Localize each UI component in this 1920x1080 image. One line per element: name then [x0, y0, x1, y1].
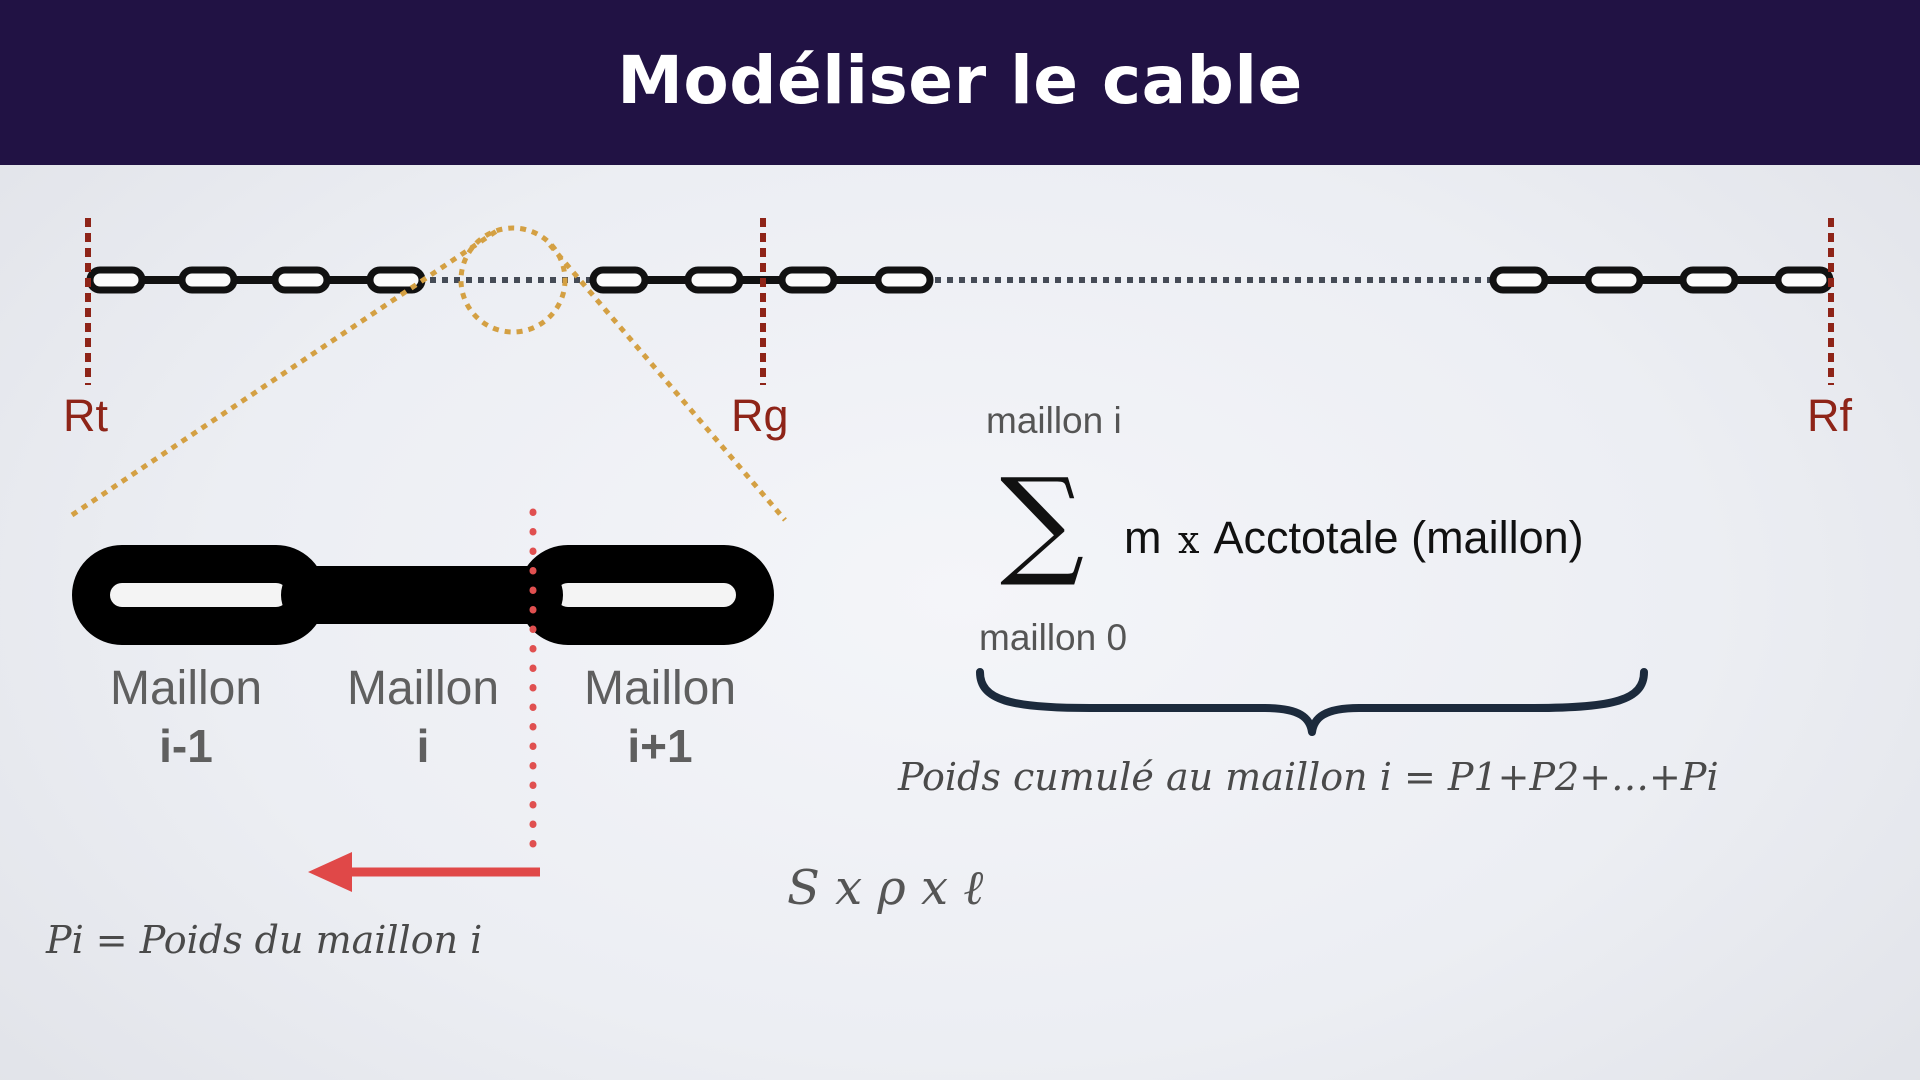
weight-arrow [308, 852, 540, 892]
reference-lines [85, 218, 1834, 385]
link-label-current: Maillon i [313, 660, 533, 774]
link-label-prev: Maillon i-1 [76, 660, 296, 774]
sum-times: x [1178, 518, 1200, 562]
title-bar: Modéliser le cable [0, 0, 1920, 165]
chain-segment-left [86, 266, 426, 294]
zoom-circle [458, 225, 568, 335]
sum-symbol: ∑ [1000, 452, 1085, 590]
enlarged-chain [72, 545, 774, 645]
sum-upper-bound: maillon i [986, 400, 1122, 441]
sum-lower-bound: maillon 0 [979, 617, 1128, 658]
curly-brace [976, 668, 1648, 736]
link-label-next: Maillon i+1 [550, 660, 770, 774]
link-weight-label: Pi = Poids du maillon i [46, 918, 483, 962]
enlarged-link-prev [72, 545, 326, 645]
enlarged-link-next [518, 545, 774, 645]
link-index-next: i+1 [627, 720, 693, 772]
zoom-line-right [548, 243, 787, 522]
zoom-indicator [70, 225, 787, 522]
link-name-current: Maillon [346, 662, 500, 715]
cumulative-weight-text: Poids cumulé au maillon i = P1+P2+…+Pi [898, 755, 1719, 799]
reference-label-rt: Rt [63, 390, 108, 441]
reference-label-rf: Rf [1807, 390, 1852, 441]
link-name-next: Maillon [583, 662, 737, 715]
link-weight-formula: S x ρ x ℓ [787, 860, 984, 916]
link-name-prev: Maillon [109, 662, 263, 715]
chain-segment-right [1489, 266, 1834, 294]
sum-mass: m [1124, 512, 1162, 563]
link-index-current: i [416, 720, 430, 772]
sum-expression: Acctotale (maillon) [1213, 512, 1584, 563]
reference-label-rg: Rg [731, 390, 789, 441]
sum-body: m x Acctotale (maillon) [1124, 512, 1584, 564]
link-index-prev: i-1 [159, 720, 213, 772]
slide-title: Modéliser le cable [617, 42, 1303, 119]
zoom-line-left [70, 227, 500, 518]
